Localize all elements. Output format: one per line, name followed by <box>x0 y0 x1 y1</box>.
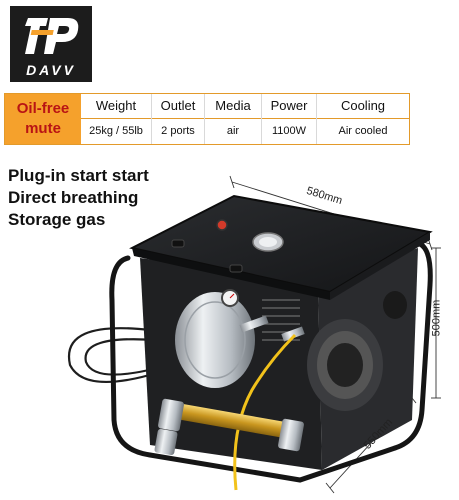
yellow-hose <box>233 333 297 491</box>
spec-value: 2 ports <box>161 125 195 137</box>
spec-header: Media <box>205 94 261 119</box>
valve-knob-icon <box>171 239 185 248</box>
side-knob <box>383 291 407 319</box>
spec-table: Oil-free mute Weight 25kg / 55lb Outlet … <box>4 93 410 145</box>
spec-col-weight: Weight 25kg / 55lb <box>81 94 151 144</box>
spec-value: 1100W <box>271 125 307 137</box>
feature-item: Storage gas <box>8 210 106 229</box>
spec-col-cooling: Cooling Air cooled <box>316 94 409 144</box>
top-gauge-icon <box>252 232 284 252</box>
badge-line-1: Oil-free <box>16 100 70 117</box>
spec-col-power: Power 1100W <box>261 94 316 144</box>
feature-list: Plug-in start start Direct breathing Sto… <box>8 165 149 231</box>
spec-col-outlet: Outlet 2 ports <box>151 94 204 144</box>
oil-free-badge: Oil-free mute <box>5 94 81 144</box>
top-plate <box>129 194 433 294</box>
hose-loop <box>67 327 166 384</box>
frame <box>109 241 433 483</box>
feature-item: Direct breathing <box>8 188 139 207</box>
tp-logo-icon <box>25 18 79 54</box>
housing-side <box>140 258 322 470</box>
dimension-height-label: 500mm <box>430 299 443 337</box>
dimension-lines <box>229 175 441 494</box>
spec-col-media: Media air <box>204 94 261 144</box>
feature-item: Plug-in start start <box>8 166 149 185</box>
spec-header: Cooling <box>317 94 409 119</box>
motor <box>307 319 383 411</box>
dimension-depth-label: 550mm <box>361 416 396 452</box>
valve-knob-icon <box>229 264 243 273</box>
badge-line-2: mute <box>25 120 61 137</box>
power-switch-icon <box>216 219 228 231</box>
brand-logo: DAVV <box>10 6 92 82</box>
brand-name: DAVV <box>26 62 76 78</box>
dimension-width-label: 580mm <box>305 184 344 208</box>
spec-header: Outlet <box>152 94 204 119</box>
spec-value: Air cooled <box>338 125 388 137</box>
spec-value: air <box>226 125 240 137</box>
pressure-gauge-icon <box>221 289 239 307</box>
spec-header: Power <box>262 94 316 119</box>
spec-value: 25kg / 55lb <box>89 125 143 137</box>
steel-tank <box>175 292 255 388</box>
spec-header: Weight <box>81 94 151 119</box>
brass-filter <box>167 402 289 438</box>
